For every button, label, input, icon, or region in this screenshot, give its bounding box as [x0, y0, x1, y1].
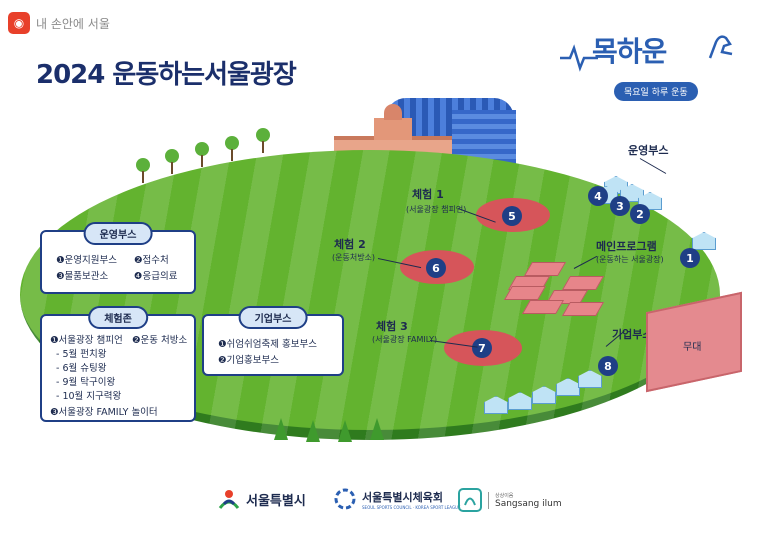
ops-item: ❹응급의료: [134, 271, 178, 282]
ops-item: ❶운영지원부스: [56, 255, 117, 266]
logo-subtitle: 목요일 하루 운동: [614, 82, 698, 101]
exp-info-box: 체험존 ❶서울광장 챔피언 ❷운동 처방소 - 5월 펀치왕 - 6월 슈팅왕 …: [40, 306, 196, 422]
sports-council-logo-icon: [334, 488, 356, 510]
zone-2-sub: (운동처방소): [332, 253, 376, 262]
zone-5-badge: 5: [502, 206, 522, 226]
sangsang-logo-icon: [458, 488, 482, 512]
brand: ◉ 내 손안에 서울: [8, 12, 110, 34]
exp-item: ❸서울광장 FAMILY 놀이터: [50, 407, 158, 418]
footer-sports-text: 서울특별시체육회: [362, 490, 443, 504]
corp-badge-8: 8: [598, 356, 618, 376]
logo-word: 목하운: [592, 35, 667, 68]
stage-label: 무대: [683, 342, 702, 353]
ops-item: ❷접수처: [134, 255, 169, 266]
main-program-label: 메인프로그램: [596, 240, 657, 253]
flexed-arm-icon: [708, 35, 733, 59]
zone-3-label: 체험 3: [376, 320, 408, 333]
ops-badge-1: 1: [680, 248, 700, 268]
exp-item: ❷운동 처방소: [132, 335, 188, 346]
exp-item: - 5월 펀치왕: [56, 349, 107, 360]
ops-info-box: 운영부스 ❶운영지원부스 ❷접수처 ❸물품보관소 ❹응급의료: [40, 222, 196, 294]
footer-seoul: 서울특별시: [218, 488, 306, 510]
footer-sangsang: 상상이음 Sangsang ilum: [458, 488, 562, 512]
exp-item: - 6월 슈팅왕: [56, 363, 107, 374]
zone-3-sub: (서울광장 FAMILY): [372, 335, 438, 344]
ops-box-header: 운영부스: [83, 222, 153, 245]
footer-sports: 서울특별시체육회 SEOUL SPORTS COUNCIL · KOREA SP…: [334, 488, 461, 510]
corp-box-header: 기업부스: [238, 306, 308, 329]
zone-7-badge: 7: [472, 338, 492, 358]
zone-1-sub: (서울광장 챔피언): [406, 205, 467, 214]
exp-item: - 10월 지구력왕: [56, 391, 122, 402]
tree-icon: [136, 158, 150, 184]
ops-badge-2: 2: [630, 204, 650, 224]
tree-icon: [256, 128, 270, 154]
page-title: 2024 운동하는서울광장: [36, 60, 297, 90]
corp-booth-icon: [508, 392, 532, 410]
leader-line: [639, 158, 667, 174]
zone-1-label: 체험 1: [412, 188, 444, 201]
corp-item: ❶쉬엄쉬엄축제 홍보부스: [218, 339, 317, 350]
pine-tree-icon: [338, 420, 352, 442]
tree-icon: [225, 136, 239, 162]
pine-tree-icon: [306, 420, 320, 442]
pine-tree-icon: [370, 418, 384, 440]
exp-box-header: 체험존: [88, 306, 148, 329]
main-program-sub: (운동하는 서울광장): [596, 255, 664, 264]
zone-2-label: 체험 2: [334, 238, 366, 251]
mokhaun-logo: 목하운 목요일 하루 운동: [560, 28, 738, 108]
corp-booth-icon: [532, 386, 556, 404]
heartbeat-icon: [560, 44, 598, 72]
seoul-logo-icon: [218, 490, 240, 509]
library-dome: [384, 104, 402, 120]
ops-item: ❸물품보관소: [56, 271, 109, 282]
ops-booth-icon: [692, 232, 716, 250]
ops-badge-3: 3: [610, 196, 630, 216]
ops-booth-callout: 운영부스: [628, 144, 669, 157]
seoul-app-icon: ◉: [8, 12, 30, 34]
library-tower: [374, 118, 412, 140]
footer-sangsang-top: 상상이음: [495, 492, 514, 499]
ops-badge-4: 4: [588, 186, 608, 206]
brand-text: 내 손안에 서울: [36, 16, 110, 31]
exp-item: - 9월 탁구이왕: [56, 377, 116, 388]
footer-sports-sub: SEOUL SPORTS COUNCIL · KOREA SPORT LEAGU…: [362, 504, 461, 510]
corp-info-box: 기업부스 ❶쉬엄쉬엄축제 홍보부스 ❷기업홍보부스: [202, 306, 344, 376]
footer-sangsang-text: Sangsang ilum: [495, 498, 562, 509]
tree-icon: [195, 142, 209, 168]
corp-booth-icon: [578, 370, 602, 388]
footer-seoul-text: 서울특별시: [246, 493, 306, 509]
corp-item: ❷기업홍보부스: [218, 355, 279, 366]
zone-6-badge: 6: [426, 258, 446, 278]
tree-icon: [165, 149, 179, 175]
exp-item: ❶서울광장 챔피언: [50, 335, 123, 346]
corp-booth-icon: [484, 396, 508, 414]
pine-tree-icon: [274, 418, 288, 440]
